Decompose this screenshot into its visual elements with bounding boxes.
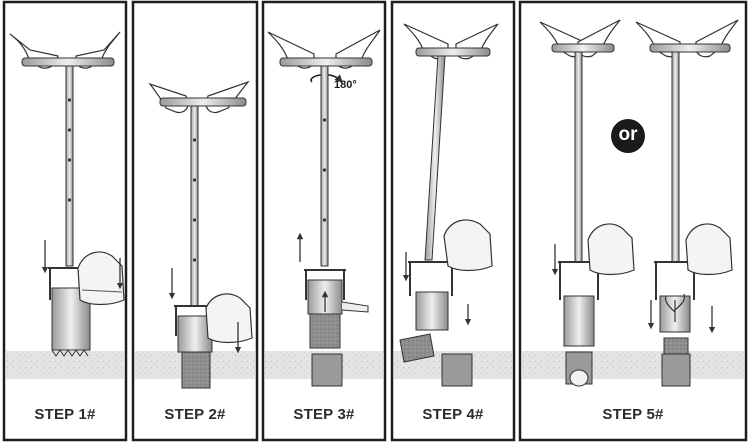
or-badge	[611, 119, 645, 153]
shoe-icon	[587, 223, 635, 276]
bulb-icon	[569, 369, 589, 387]
shoe-icon	[205, 293, 253, 344]
step-2-illustration	[148, 80, 253, 389]
step-label-5: STEP 5#	[602, 406, 664, 423]
step-label-1: STEP 1#	[34, 406, 96, 423]
or-label: or	[618, 124, 638, 145]
step-label-4: STEP 4#	[422, 406, 484, 423]
shoe-icon	[443, 219, 493, 272]
rotation-label: 180°	[334, 79, 357, 91]
ground-strips	[6, 351, 744, 379]
step-3-illustration	[267, 29, 381, 387]
shoe-icon	[685, 223, 733, 276]
step-1-illustration	[9, 31, 125, 357]
step-label-3: STEP 3#	[293, 406, 355, 423]
step-5-illustration-b	[635, 19, 739, 387]
step-label-2: STEP 2#	[164, 406, 226, 423]
step-5-illustration-a	[539, 19, 635, 387]
seedling-icon	[664, 293, 686, 322]
step-4-illustration	[399, 23, 499, 387]
rotate-arrow-icon	[310, 73, 343, 83]
